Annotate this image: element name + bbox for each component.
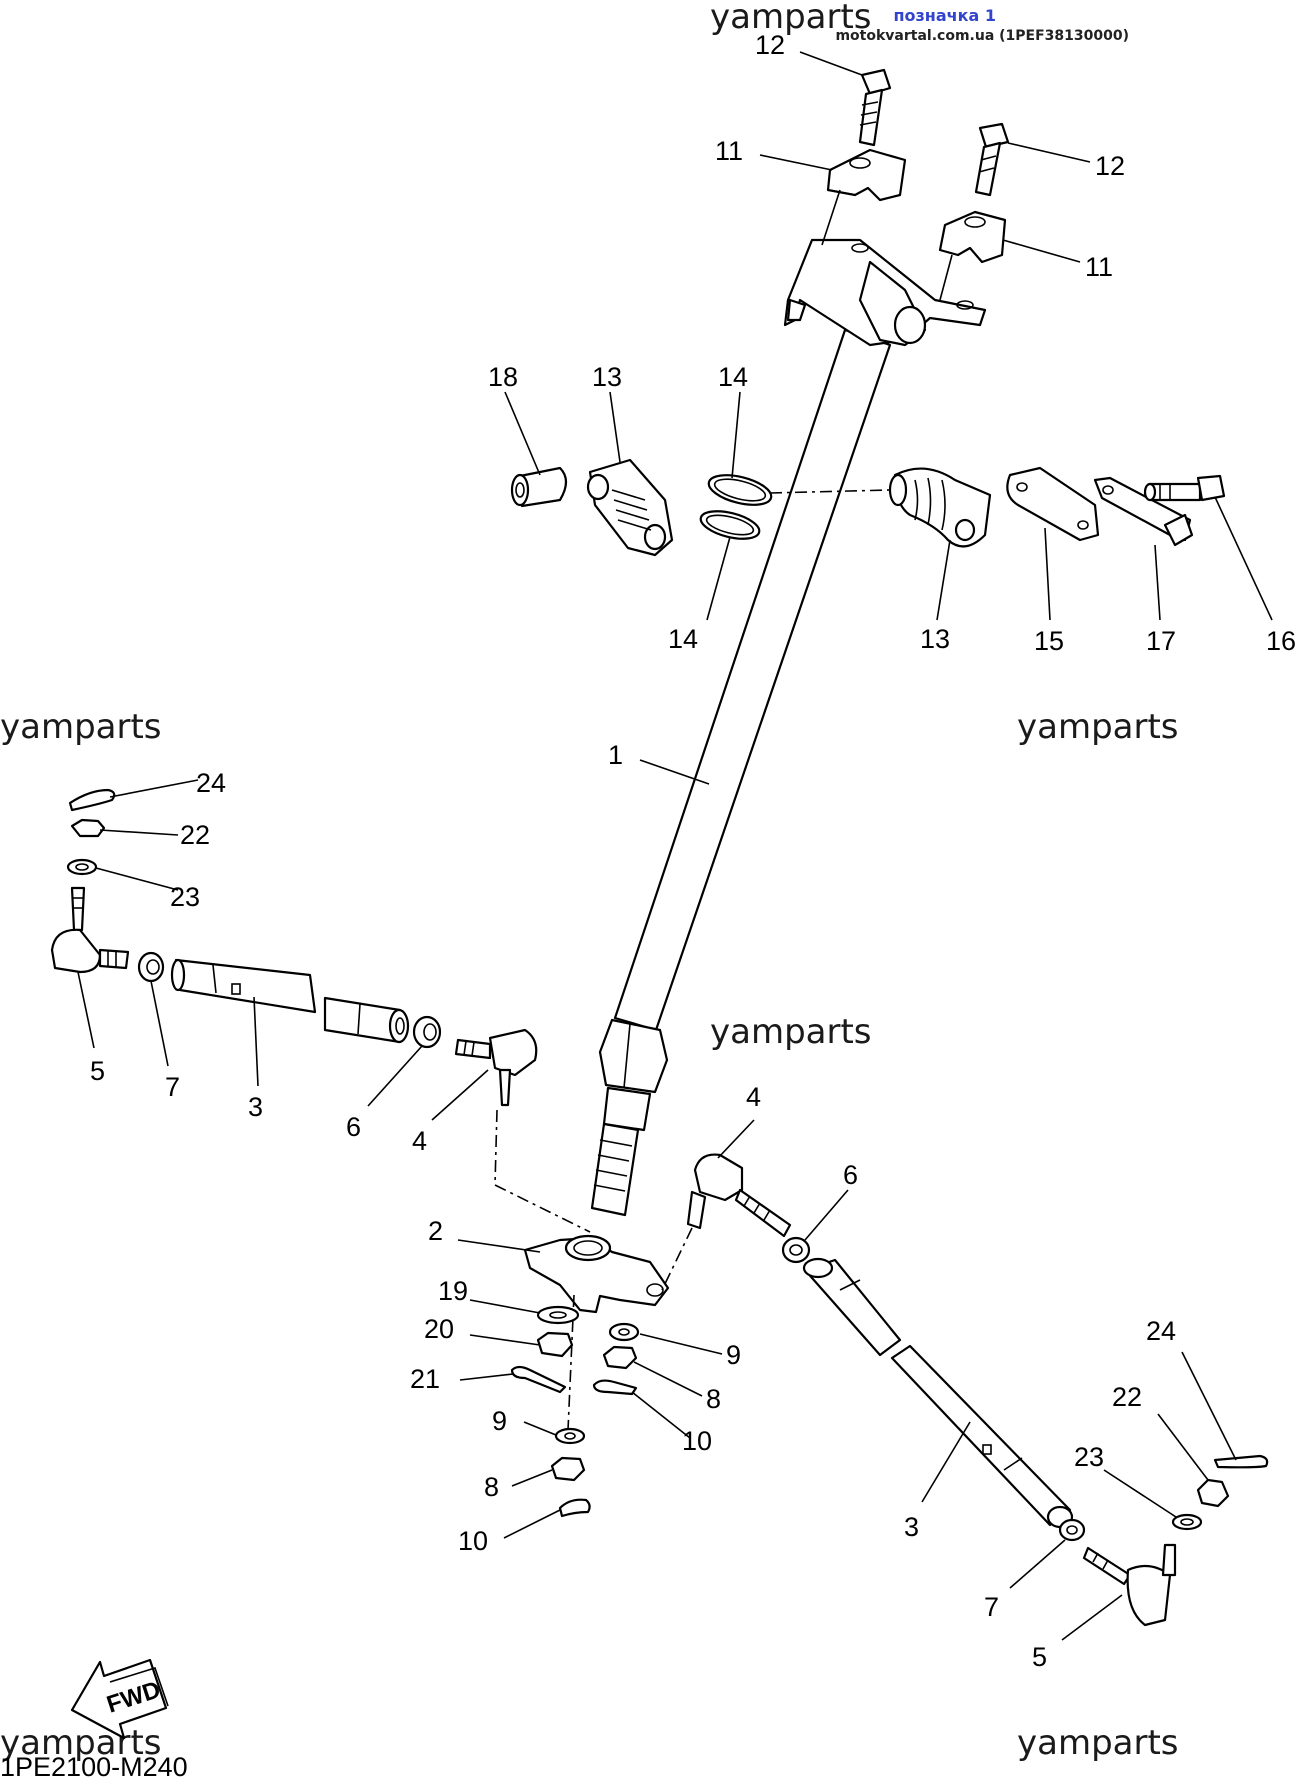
label-5-right: 5 xyxy=(1032,1642,1047,1672)
watermark-top: yamparts xyxy=(710,0,872,37)
nut-20 xyxy=(536,1331,574,1358)
nut-22-left xyxy=(70,818,106,838)
tie-rod-end-5-right xyxy=(1082,1543,1177,1627)
nut-6-left xyxy=(412,1015,442,1049)
clamp-11-left xyxy=(821,148,907,246)
label-15: 15 xyxy=(1034,626,1064,656)
tie-rod-end-4-left xyxy=(454,1028,538,1107)
washer-19 xyxy=(536,1305,580,1325)
steering-shaft xyxy=(590,328,892,1217)
label-23-left: 23 xyxy=(170,882,200,912)
watermark-bottom-right: yamparts xyxy=(1017,1723,1179,1763)
label-17: 17 xyxy=(1146,626,1176,656)
tie-rod-3-right xyxy=(802,1257,1074,1529)
label-5-left: 5 xyxy=(90,1056,105,1086)
label-14-lower: 14 xyxy=(668,624,698,654)
label-4-right: 4 xyxy=(746,1082,761,1112)
label-16: 16 xyxy=(1266,626,1296,656)
label-8-upper: 8 xyxy=(706,1384,721,1414)
label-7-left: 7 xyxy=(165,1072,180,1102)
label-6-left: 6 xyxy=(346,1112,361,1142)
lock-washer-17 xyxy=(1093,476,1194,547)
label-18: 18 xyxy=(488,362,518,392)
ring-14-upper xyxy=(707,474,773,506)
cotter-pin-10-upper xyxy=(592,1379,638,1396)
label-13-left: 13 xyxy=(592,362,622,392)
cotter-pin-21 xyxy=(510,1365,567,1394)
label-12-top: 12 xyxy=(755,30,785,60)
label-22-right: 22 xyxy=(1112,1382,1142,1412)
label-23-right: 23 xyxy=(1074,1442,1104,1472)
watermark-center: yamparts xyxy=(710,1012,872,1052)
label-10-lower: 10 xyxy=(458,1526,488,1556)
bolt-12-right xyxy=(974,122,1010,197)
label-13-right: 13 xyxy=(920,624,950,654)
diagram-code: 1PE2100-M240 xyxy=(0,1752,188,1780)
label-2: 2 xyxy=(428,1216,443,1246)
cotter-pin-10-lower xyxy=(558,1498,591,1518)
label-11-right: 11 xyxy=(1085,252,1113,282)
label-24-right: 24 xyxy=(1146,1316,1176,1346)
nut-8-upper xyxy=(602,1345,638,1370)
label-9-upper: 9 xyxy=(726,1340,741,1370)
fwd-arrow-icon: FWD xyxy=(70,1658,169,1740)
washer-9-lower xyxy=(554,1427,586,1445)
bushing-13-right xyxy=(888,467,992,548)
pitman-arm-2 xyxy=(523,1234,670,1314)
nut-7-left xyxy=(137,951,165,983)
plate-15 xyxy=(1006,466,1100,542)
tie-rod-end-5-left xyxy=(50,886,130,974)
nut-22-right xyxy=(1196,1478,1230,1508)
tag-link[interactable]: позначка 1 xyxy=(893,6,996,25)
leader-lines xyxy=(77,51,1273,1641)
label-20: 20 xyxy=(424,1314,454,1344)
label-3-right: 3 xyxy=(904,1512,919,1542)
watermark-right: yamparts xyxy=(1017,707,1179,747)
nut-8-lower xyxy=(550,1456,586,1482)
nut-7-right xyxy=(1058,1518,1086,1542)
label-6-right: 6 xyxy=(843,1160,858,1190)
part-labels: 12 11 12 11 18 13 14 14 13 15 17 16 1 24… xyxy=(90,30,1296,1672)
clamp-11-right xyxy=(938,210,1007,301)
label-19: 19 xyxy=(438,1276,468,1306)
cotter-pin-24-right xyxy=(1213,1454,1269,1469)
label-10-upper: 10 xyxy=(682,1426,712,1456)
ring-14-lower xyxy=(699,510,761,540)
nut-6-right xyxy=(781,1236,811,1264)
label-22-left: 22 xyxy=(180,820,210,850)
collar-18 xyxy=(510,466,568,508)
label-14-upper: 14 xyxy=(718,362,748,392)
bushing-13-left xyxy=(586,458,674,557)
tie-rod-3-left xyxy=(170,958,410,1044)
label-12-right: 12 xyxy=(1095,151,1125,181)
label-3-left: 3 xyxy=(248,1092,263,1122)
label-24-left: 24 xyxy=(196,768,226,798)
source-label: motokvartal.com.ua (1PEF38130000) xyxy=(835,28,1129,44)
washer-23-left xyxy=(66,858,98,876)
watermark-left: yamparts xyxy=(0,707,162,747)
washer-9-upper xyxy=(608,1322,640,1342)
washer-23-right xyxy=(1171,1513,1203,1531)
watermark-bottom-left: yamparts xyxy=(0,1723,162,1763)
upper-bracket xyxy=(783,238,987,347)
bolt-12-left xyxy=(858,68,892,147)
bolt-16 xyxy=(1143,474,1226,502)
label-7-right: 7 xyxy=(984,1592,999,1622)
label-4-left: 4 xyxy=(412,1126,427,1156)
label-8-lower: 8 xyxy=(484,1472,499,1502)
cotter-pin-24-left xyxy=(68,788,116,812)
label-1: 1 xyxy=(608,740,623,770)
label-11-top: 11 xyxy=(715,136,743,166)
tie-rod-end-4-right xyxy=(686,1153,792,1238)
label-21: 21 xyxy=(410,1364,440,1394)
label-9-lower: 9 xyxy=(492,1406,507,1436)
